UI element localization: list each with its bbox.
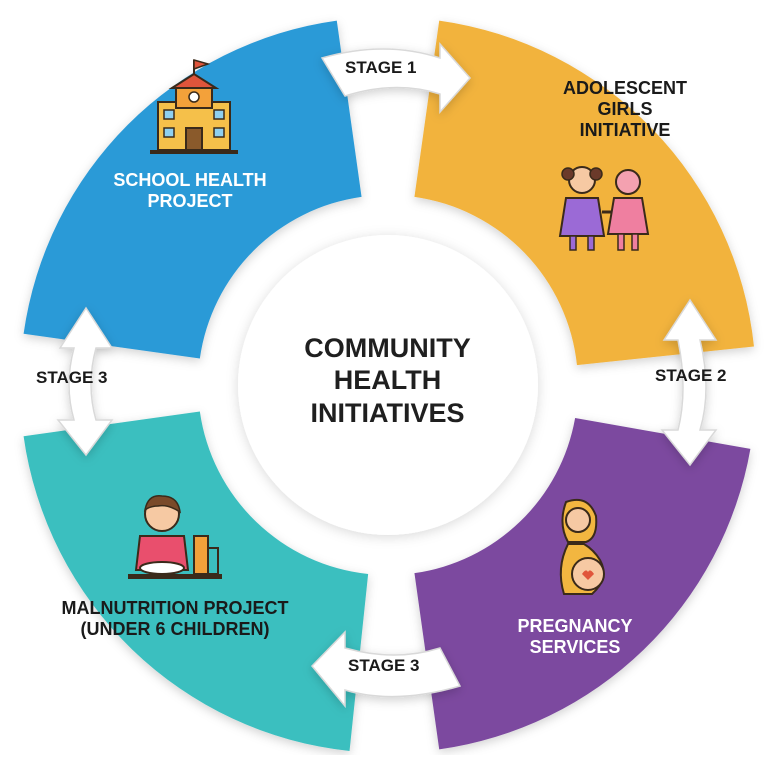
segment-school-health [23,20,362,359]
stage-label-top: STAGE 1 [345,58,417,77]
center-title-line-3: INITIATIVES [310,397,465,428]
center-title-line-1: COMMUNITY [304,333,471,363]
malnutrition-label-line-2: (UNDER 6 CHILDREN) [80,619,270,640]
segment-label-malnutrition: MALNUTRITION PROJECT (UNDER 6 CHILDREN) [55,598,295,640]
two-girls-icon [558,166,650,251]
segment-malnutrition [23,411,369,751]
adolescent-label-line-2: GIRLS [597,99,653,120]
stage-arrow-left [56,306,114,457]
segment-label-school: SCHOOL HEALTH PROJECT [95,170,285,212]
school-building-icon [150,59,238,154]
malnutrition-label-line-1: MALNUTRITION PROJECT [61,598,289,618]
stage-label-right: STAGE 2 [655,366,727,385]
stage-label-left: STAGE 3 [36,368,108,387]
pregnancy-label-line-1: PREGNANCY [517,616,633,636]
stage-label-bottom: STAGE 3 [348,656,420,675]
adolescent-label-line-3: INITIATIVE [579,120,671,141]
stage-arrow-top [320,42,472,114]
stage-arrow-right [660,298,718,467]
segment-label-pregnancy: PREGNANCY SERVICES [490,616,660,658]
center-title-line-2: HEALTH [333,365,442,396]
segment-label-adolescent: ADOLESCENT GIRLS INITIATIVE [540,78,710,142]
center-circle [238,235,538,535]
school-label-line-1: SCHOOL HEALTH [113,170,267,190]
pregnant-woman-icon [559,498,605,595]
stage-arrow-bottom [310,630,462,709]
center-title: COMMUNITY HEALTH INITIATIVES [245,332,530,429]
school-label-line-2: PROJECT [147,191,233,212]
child-eating-icon [128,495,222,579]
pregnancy-label-line-2: SERVICES [529,637,621,658]
adolescent-label-line-1: ADOLESCENT [562,78,687,98]
